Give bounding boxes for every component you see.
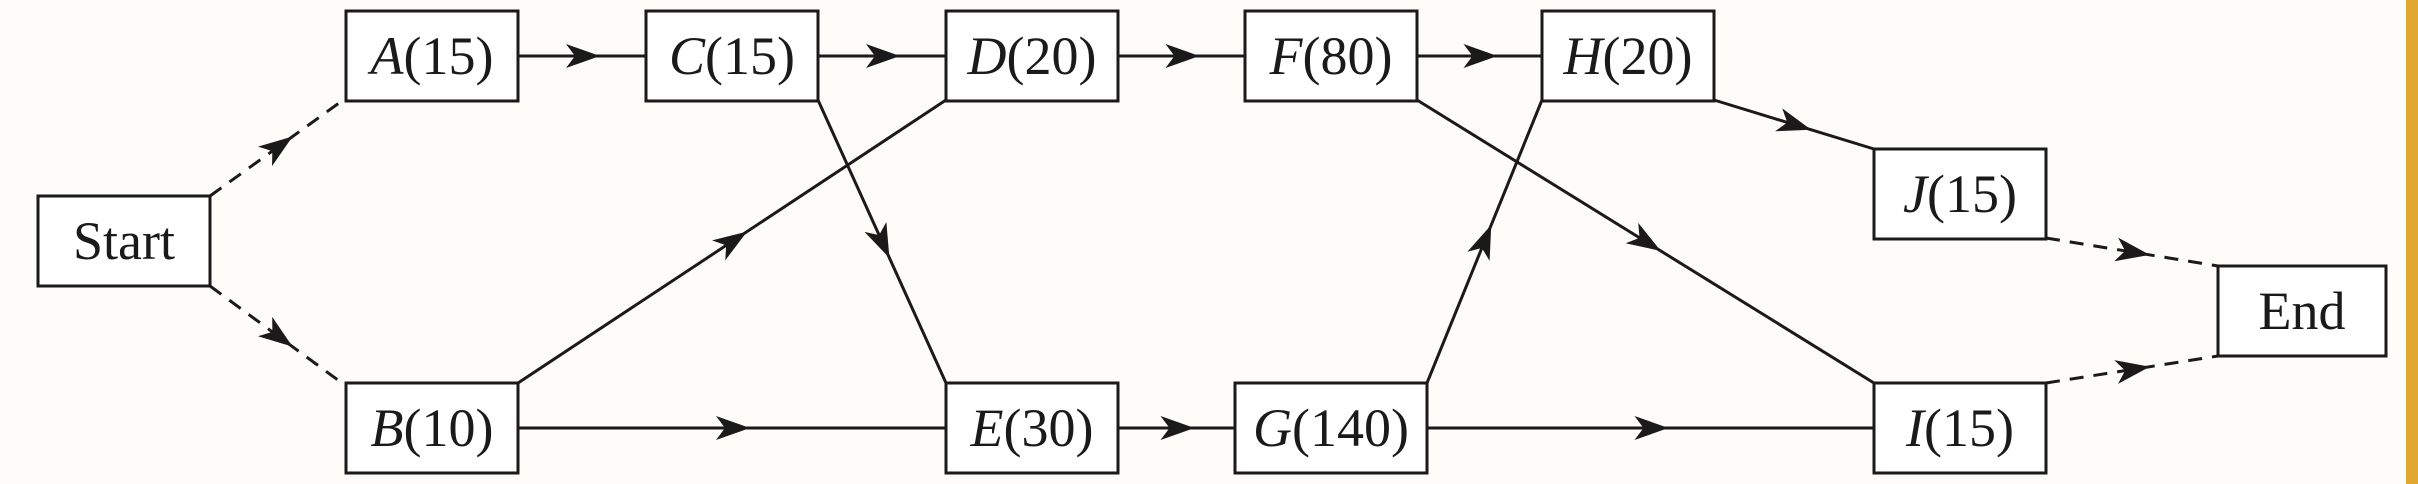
arrowhead-i-end [2114, 360, 2150, 384]
nodes-layer: Start A(15) C(15) D(20) F(80) H(20) J(15) B(10)… [36, 9, 2388, 475]
node-label-f: F(80) [1269, 26, 1393, 86]
node-label-i: I(15) [1905, 398, 2014, 458]
arrowhead-b-e [716, 416, 750, 440]
edges-layer [209, 44, 2219, 440]
arrowhead-b-d [712, 231, 748, 261]
arrowhead-a-c [566, 44, 600, 68]
node-label-d: D(20) [967, 26, 1097, 86]
node-c: C(15) [644, 9, 820, 103]
node-d: D(20) [944, 9, 1120, 103]
node-label-h: H(20) [1563, 26, 1693, 86]
edge-i-end [2045, 354, 2219, 385]
node-label-start: Start [73, 211, 175, 271]
node-box-start [36, 194, 212, 288]
node-start: Start [36, 194, 212, 288]
node-box-end [2216, 264, 2388, 358]
page-edge-bar [2406, 0, 2418, 484]
node-b: B(10) [344, 381, 520, 475]
node-box-d [944, 9, 1120, 103]
node-a: A(15) [344, 9, 520, 103]
arrowhead-c-e [864, 221, 890, 258]
node-box-g [1233, 381, 1429, 475]
arrowhead-h-j [1775, 108, 1812, 132]
arrowhead-start-a [258, 136, 293, 167]
node-label-g: G(140) [1253, 398, 1409, 458]
node-e: E(30) [944, 381, 1120, 475]
node-box-b [344, 381, 520, 475]
node-box-e [944, 381, 1120, 475]
node-h: H(20) [1540, 9, 1716, 103]
node-g: G(140) [1233, 381, 1429, 475]
node-box-c [644, 9, 820, 103]
node-box-i [1872, 381, 2048, 475]
node-box-a [344, 9, 520, 103]
arrowhead-start-b [258, 316, 293, 347]
arrowhead-j-end [2114, 237, 2150, 262]
node-box-f [1243, 9, 1419, 103]
node-j: J(15) [1872, 147, 2048, 241]
node-label-a: A(15) [368, 26, 494, 86]
arrowhead-d-f [1165, 44, 1200, 68]
node-box-h [1540, 9, 1716, 103]
node-end: End [2216, 264, 2388, 358]
arrowhead-e-g [1160, 416, 1195, 440]
arrowhead-g-i [1634, 416, 1669, 440]
node-i: I(15) [1872, 381, 2048, 475]
node-label-end: End [2259, 281, 2346, 341]
edge-j-end [2045, 236, 2219, 268]
arrowhead-g-h [1467, 224, 1492, 261]
node-label-j: J(15) [1903, 164, 2017, 224]
arrowhead-f-i [1625, 222, 1661, 251]
arrowhead-f-h [1463, 44, 1498, 68]
node-label-b: B(10) [371, 398, 494, 458]
node-box-j [1872, 147, 2048, 241]
node-f: F(80) [1243, 9, 1419, 103]
node-label-c: C(15) [669, 26, 795, 86]
arrowhead-c-d [866, 44, 900, 68]
node-label-e: E(30) [970, 398, 1094, 458]
